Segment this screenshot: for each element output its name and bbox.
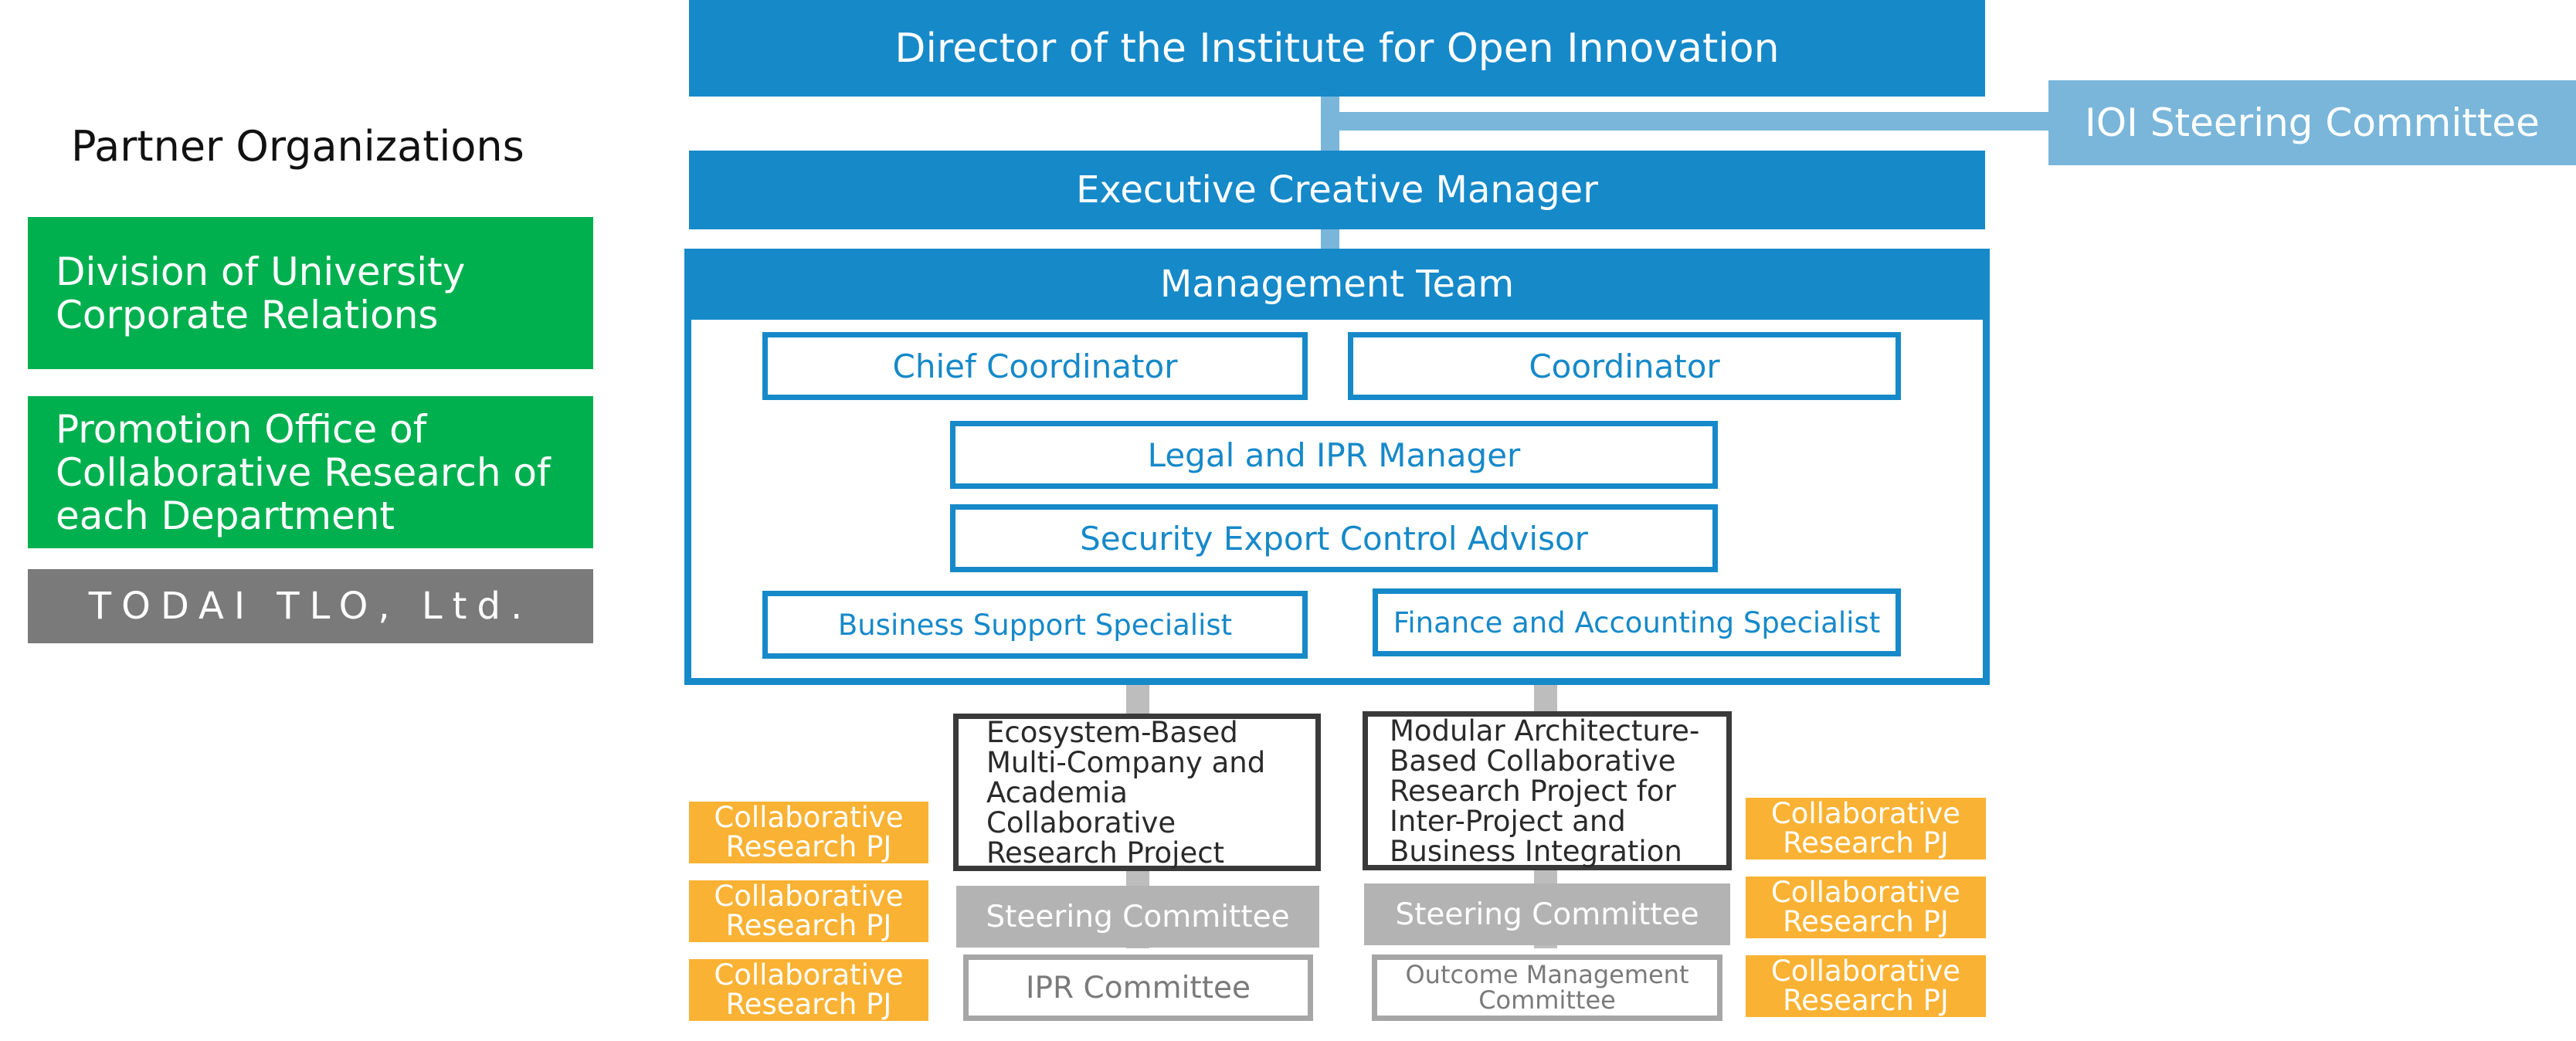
business-support-box: Business Support Specialist <box>762 591 1308 659</box>
left-steering-label: Steering Committee <box>986 899 1290 934</box>
executive-box: Executive Creative Manager <box>689 151 1985 229</box>
division-label: Division of University Corporate Relatio… <box>56 249 466 337</box>
left-project-title: Ecosystem-Based Multi-Company and Academ… <box>986 715 1266 870</box>
right-project-title: Modular Architecture-Based Collaborative… <box>1390 714 1700 868</box>
management-team-header: Management Team <box>684 249 1990 320</box>
tlo-label: TODAI TLO, Ltd. <box>88 585 533 628</box>
finance-box: Finance and Accounting Specialist <box>1373 588 1901 656</box>
business-support-label: Business Support Specialist <box>837 608 1233 642</box>
collab-pj-left-3: Collaborative Research PJ <box>689 959 928 1021</box>
outcome-committee-label: Outcome Management Committee <box>1405 960 1689 1015</box>
collab-pj-label: Collaborative Research PJ <box>1770 955 1961 1017</box>
outcome-committee-box: Outcome Management Committee <box>1372 955 1722 1021</box>
right-steering-box: Steering Committee <box>1364 883 1730 945</box>
legal-ipr-label: Legal and IPR Manager <box>1147 436 1521 474</box>
steering-committee-label: IOI Steering Committee <box>2085 100 2540 145</box>
security-export-label: Security Export Control Advisor <box>1080 519 1588 558</box>
right-steering-label: Steering Committee <box>1395 897 1699 932</box>
right-project-box: Modular Architecture-Based Collaborative… <box>1363 711 1732 870</box>
collab-pj-right-2: Collaborative Research PJ <box>1746 877 1986 938</box>
left-steering-box: Steering Committee <box>956 886 1319 948</box>
coordinator-box: Coordinator <box>1348 332 1901 400</box>
collab-pj-label: Collaborative Research PJ <box>1770 876 1961 938</box>
division-box: Division of University Corporate Relatio… <box>28 217 593 369</box>
chief-coordinator-label: Chief Coordinator <box>892 347 1178 385</box>
finance-label: Finance and Accounting Specialist <box>1393 605 1881 639</box>
chief-coordinator-box: Chief Coordinator <box>762 332 1308 400</box>
collab-pj-label: Collaborative Research PJ <box>714 801 904 863</box>
director-box: Director of the Institute for Open Innov… <box>689 0 1985 97</box>
coordinator-label: Coordinator <box>1529 347 1720 385</box>
ipr-committee-box: IPR Committee <box>963 955 1313 1021</box>
connector-steering-committee <box>1330 112 2050 131</box>
collab-pj-label: Collaborative Research PJ <box>714 958 904 1021</box>
collab-pj-label: Collaborative Research PJ <box>714 880 904 942</box>
partner-heading-label: Partner Organizations <box>71 122 524 171</box>
legal-ipr-box: Legal and IPR Manager <box>950 421 1718 489</box>
promotion-label: Promotion Office of Collaborative Resear… <box>56 406 551 538</box>
collab-pj-label: Collaborative Research PJ <box>1770 797 1961 860</box>
security-export-box: Security Export Control Advisor <box>950 504 1718 572</box>
collab-pj-left-2: Collaborative Research PJ <box>689 880 928 942</box>
tlo-box: TODAI TLO, Ltd. <box>28 569 593 643</box>
partner-heading: Partner Organizations <box>71 122 550 176</box>
steering-committee-box: IOI Steering Committee <box>2048 80 2576 165</box>
executive-label: Executive Creative Manager <box>1076 168 1598 212</box>
collab-pj-right-3: Collaborative Research PJ <box>1746 955 1986 1017</box>
ipr-committee-label: IPR Committee <box>1026 970 1251 1005</box>
director-label: Director of the Institute for Open Innov… <box>894 25 1780 72</box>
promotion-box: Promotion Office of Collaborative Resear… <box>28 396 593 548</box>
collab-pj-left-1: Collaborative Research PJ <box>689 802 928 863</box>
connector-executive-management <box>1321 228 1339 251</box>
collab-pj-right-1: Collaborative Research PJ <box>1746 798 1986 860</box>
left-project-box: Ecosystem-Based Multi-Company and Academ… <box>953 714 1321 871</box>
management-team-title: Management Team <box>1159 263 1515 306</box>
